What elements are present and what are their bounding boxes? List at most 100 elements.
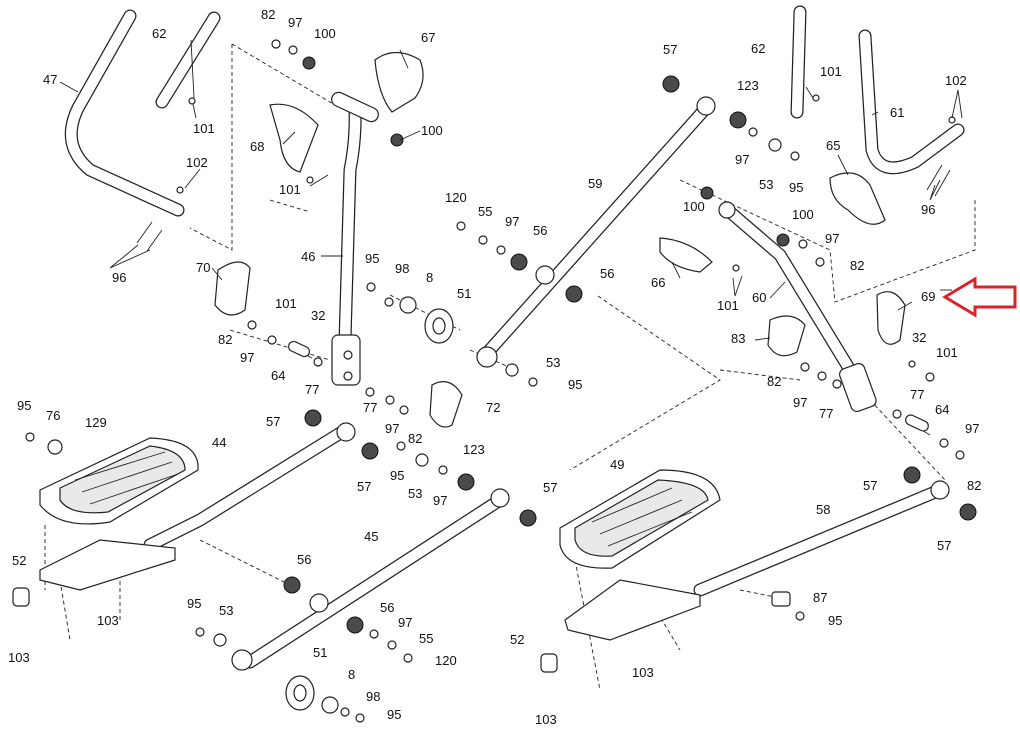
callout-label: 123: [737, 78, 759, 93]
handlebar-47: [64, 9, 185, 217]
callout-label: 53: [408, 486, 422, 501]
callout-label: 82: [218, 332, 232, 347]
callout-label: 62: [751, 41, 765, 56]
callout-label: 100: [683, 199, 705, 214]
pedal-arm-45: [243, 493, 507, 669]
callout-label: 82: [261, 7, 275, 22]
callout-label: 32: [311, 308, 325, 323]
callout-label: 51: [457, 286, 471, 301]
callout-label: 53: [759, 177, 773, 192]
callout-label: 120: [435, 653, 457, 668]
callout-label: 32: [912, 330, 926, 345]
callout-label: 129: [85, 415, 107, 430]
callout-label: 57: [937, 538, 951, 553]
callout-label: 120: [445, 190, 467, 205]
callout-label: 100: [792, 207, 814, 222]
callout-label: 95: [568, 377, 582, 392]
callout-label: 95: [187, 596, 201, 611]
callout-label: 47: [43, 72, 57, 87]
callout-labels: 82 97 100 67 62 47 101 68 100 101 102 96…: [8, 7, 981, 727]
callout-label: 95: [828, 613, 842, 628]
callout-label: 8: [348, 667, 355, 682]
callout-label: 100: [421, 123, 443, 138]
callout-label: 76: [46, 408, 60, 423]
callout-label: 66: [651, 275, 665, 290]
callout-label: 101: [279, 182, 301, 197]
callout-label: 87: [813, 590, 827, 605]
callout-label: 67: [421, 30, 435, 45]
callout-label: 57: [357, 479, 371, 494]
callout-label: 97: [288, 15, 302, 30]
hardware: [25, 39, 965, 723]
callout-label: 97: [240, 350, 254, 365]
callout-label: 60: [752, 290, 766, 305]
handle-grip-62-right: [790, 5, 807, 119]
callout-label: 64: [271, 368, 285, 383]
callout-label: 62: [152, 26, 166, 41]
callout-label: 103: [8, 650, 30, 665]
callout-label: 95: [17, 398, 31, 413]
callout-label: 57: [266, 414, 280, 429]
callout-label: 58: [816, 502, 830, 517]
callout-label: 100: [314, 26, 336, 41]
callout-label: 97: [825, 231, 839, 246]
callout-label: 103: [632, 665, 654, 680]
callout-label: 56: [533, 223, 547, 238]
pivot-tube-46-top: [331, 91, 379, 123]
callout-label: 59: [588, 176, 602, 191]
callout-label: 52: [510, 632, 524, 647]
upper-arm-60: [723, 205, 877, 413]
callout-label: 64: [935, 402, 949, 417]
handle-grip-62-left: [155, 11, 221, 109]
callout-label: 68: [250, 139, 264, 154]
callout-label: 69: [921, 289, 935, 304]
callout-label: 82: [408, 431, 422, 446]
callout-label: 102: [186, 155, 208, 170]
callout-label: 97: [793, 395, 807, 410]
upper-arm-46: [331, 103, 362, 386]
callout-label: 103: [535, 712, 557, 727]
callout-label: 96: [921, 202, 935, 217]
callout-label: 52: [12, 553, 26, 568]
leader-lines: [59, 39, 963, 341]
covers: [12, 51, 906, 673]
callout-label: 72: [486, 400, 500, 415]
callout-label: 53: [546, 355, 560, 370]
callout-label: 61: [890, 105, 904, 120]
callout-label: 70: [196, 260, 210, 275]
callout-label: 97: [735, 152, 749, 167]
callout-label: 101: [275, 296, 297, 311]
callout-label: 56: [380, 600, 394, 615]
callout-label: 97: [965, 421, 979, 436]
pedal-arm-58: [693, 483, 947, 597]
callout-label: 82: [767, 374, 781, 389]
callout-label: 56: [600, 266, 614, 281]
callout-label: 53: [219, 603, 233, 618]
callout-label: 95: [387, 707, 401, 722]
callout-label: 103: [97, 613, 119, 628]
callout-label: 46: [301, 249, 315, 264]
callout-label: 123: [463, 442, 485, 457]
pedal-arm-59: [481, 101, 713, 359]
callout-label: 95: [789, 180, 803, 195]
callout-label: 77: [363, 400, 377, 415]
callout-label: 57: [863, 478, 877, 493]
callout-label: 55: [419, 631, 433, 646]
callout-label: 82: [967, 478, 981, 493]
callout-label: 97: [433, 493, 447, 508]
callout-label: 82: [850, 258, 864, 273]
handlebar-61: [858, 29, 965, 175]
callout-label: 45: [364, 529, 378, 544]
callout-label: 57: [543, 480, 557, 495]
callout-label: 57: [663, 42, 677, 57]
callout-label: 8: [426, 270, 433, 285]
callout-label: 77: [819, 406, 833, 421]
callout-label: 101: [193, 121, 215, 136]
callout-label: 97: [385, 421, 399, 436]
callout-label: 96: [112, 270, 126, 285]
callout-label: 98: [366, 689, 380, 704]
callout-label: 102: [945, 73, 967, 88]
callout-label: 56: [297, 552, 311, 567]
callout-label: 65: [826, 138, 840, 153]
